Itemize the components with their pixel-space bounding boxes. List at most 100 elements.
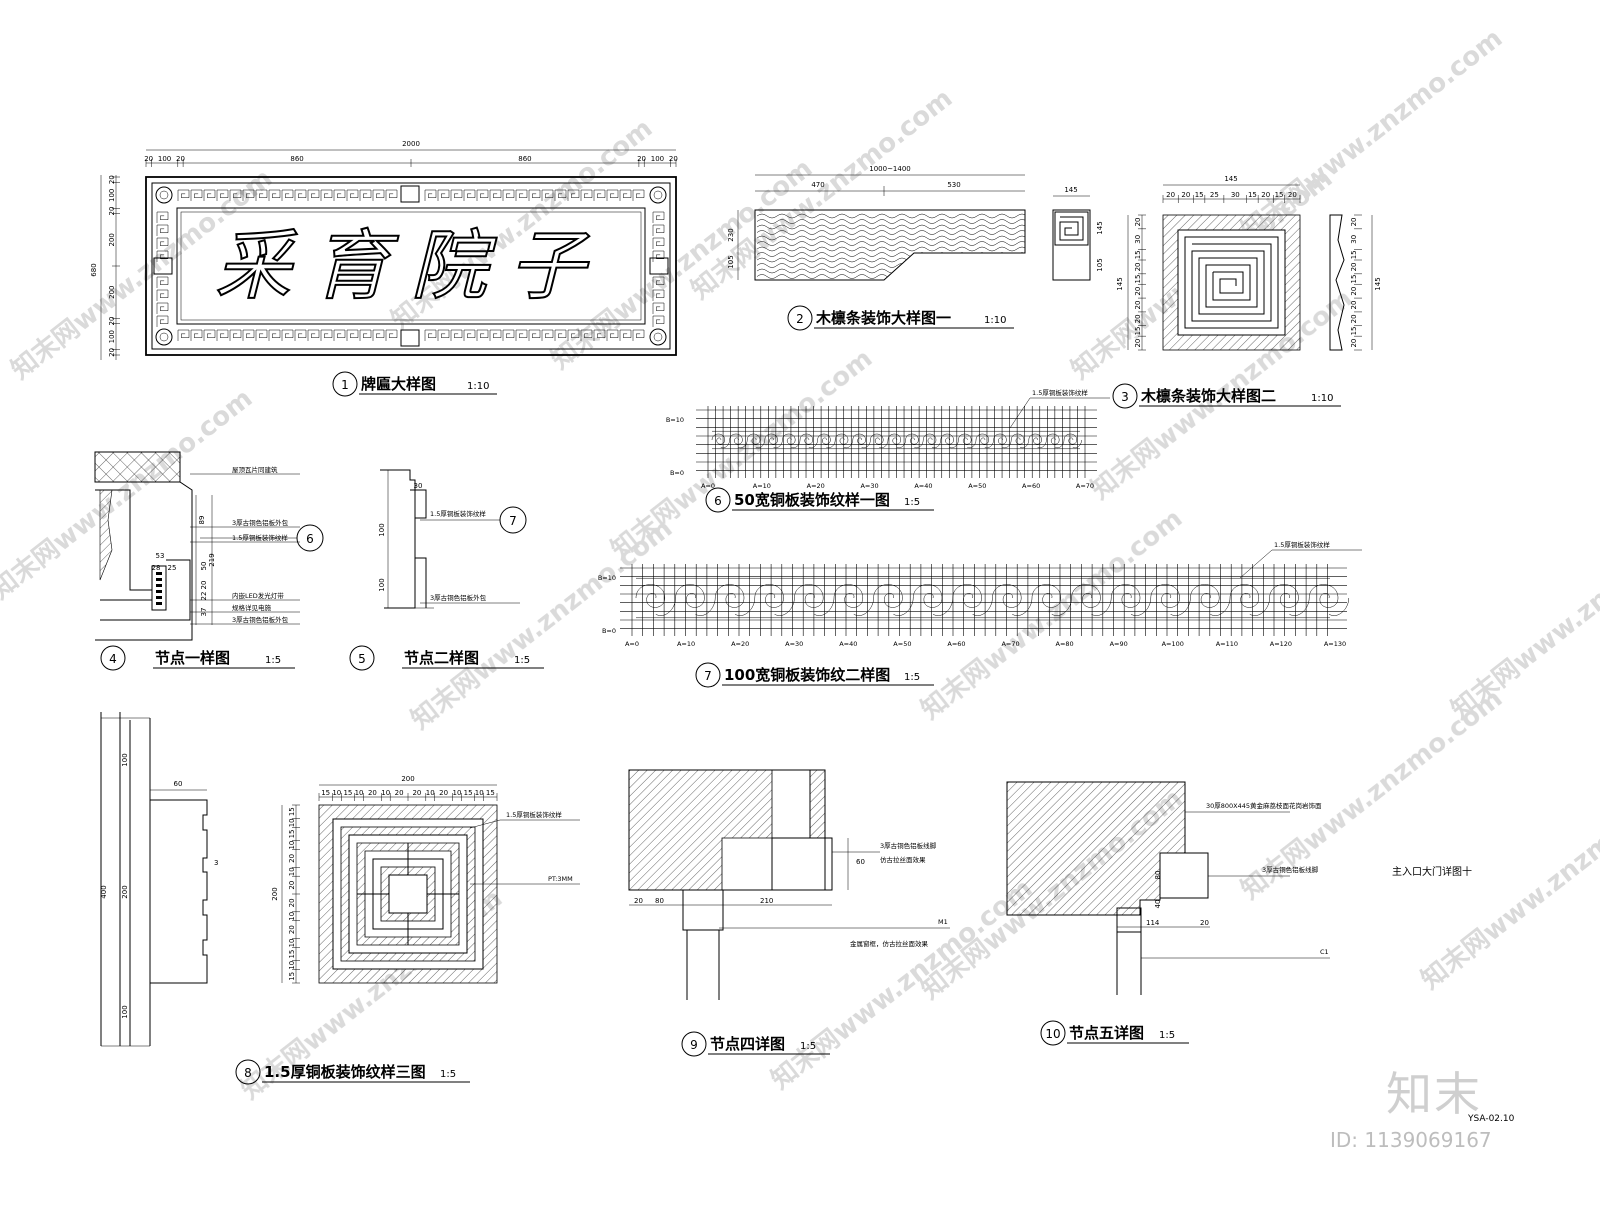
node2-note-2: 3厚古铜色铝板外包 — [430, 593, 487, 602]
watermark-text: 知末网www.znzmo.com — [606, 343, 878, 565]
dim-label: 20 — [1350, 301, 1358, 310]
dim-label: 20 — [288, 881, 296, 890]
dim-label: 15 — [486, 789, 495, 797]
dim-label: 15 — [1350, 275, 1358, 284]
watermark-text: 知末网www.znzmo.com — [0, 383, 258, 605]
detail-title-text: 木檩条装饰大样图一 — [815, 309, 951, 327]
detail-scale: 1:5 — [904, 497, 920, 508]
node-4-detail: 20 80 210 60 3厚古铜色铝板线脚 仿古拉丝面效果 M1 金属窗框，仿… — [628, 769, 950, 1000]
detail-title-text: 节点四详图 — [710, 1035, 785, 1053]
node1-dim: 25 — [168, 564, 177, 572]
plaque-calligraphy: 采育院子 — [215, 221, 607, 310]
detail-title-text: 节点一样图 — [155, 649, 230, 667]
grid-label: A=60 — [947, 640, 965, 648]
dim-label: 20 — [395, 789, 404, 797]
grid-label: A=0 — [701, 482, 715, 490]
detail-number: 4 — [109, 652, 117, 666]
dim-label: 20 — [1134, 262, 1142, 271]
node-3-detail: 60 100 400 200 100 3 — [100, 712, 218, 1047]
pattern3-note-1: 1.5厚铜板装饰纹样 — [506, 810, 562, 819]
dim-label: 20 — [1350, 262, 1358, 271]
node2-dim-mid: 100 — [378, 523, 386, 536]
detail-scale: 1:5 — [1159, 1030, 1175, 1041]
dim-label: 20 — [439, 789, 448, 797]
grid-label: A=50 — [968, 482, 986, 490]
detail-scale: 1:5 — [440, 1069, 456, 1080]
node3-dim-60: 60 — [174, 780, 183, 788]
dim-label: 15 — [1134, 327, 1142, 336]
pattern100-scroll — [635, 577, 1350, 619]
purlin1-section-h2: 105 — [1096, 258, 1104, 271]
node1-callout-number: 6 — [306, 532, 314, 546]
node1-note: 3厚古铜色铝板外包 — [232, 615, 289, 624]
detail-number-bubble — [681, 1031, 707, 1057]
purlin1-section — [1052, 209, 1091, 281]
dim-label: 15 — [321, 789, 330, 797]
node2-dim-top: 30 — [414, 482, 423, 490]
dim-label: 20 — [412, 789, 421, 797]
dim-label: 20 — [1181, 191, 1190, 199]
detail-number-bubble — [1112, 383, 1138, 409]
dim-label: 100 — [108, 189, 116, 202]
dim-label: 10 — [332, 789, 341, 797]
node-2-detail: 30 100 100 1.5厚铜板装饰纹样 3厚古铜色铝板外包 7 — [378, 469, 527, 609]
dim-label: 15 — [464, 789, 473, 797]
node1-note: 内嵌LED发光灯带 — [232, 591, 284, 600]
grid-label: A=10 — [753, 482, 771, 490]
detail-title-text: 100宽铜板装饰纹二样图 — [724, 666, 890, 684]
detail-title-text: 节点五详图 — [1069, 1024, 1144, 1042]
grid-label: A=80 — [1056, 640, 1074, 648]
node2-callout-number: 7 — [509, 514, 517, 528]
node1-dim: 53 — [156, 552, 165, 560]
dim-label: 10 — [426, 789, 435, 797]
node1-dim: 50 — [200, 562, 208, 571]
grid-label: A=130 — [1324, 640, 1346, 648]
grid-label: A=120 — [1270, 640, 1292, 648]
node3-dim-top: 100 — [121, 753, 129, 766]
grid-label: A=20 — [807, 482, 825, 490]
pattern3-note-2: PT:3MM — [548, 875, 573, 883]
detail-number: 2 — [796, 312, 804, 326]
purlin2-height: 145 — [1116, 277, 1124, 290]
detail-title-text: 50宽铜板装饰纹样一图 — [734, 491, 890, 509]
watermark-text: 知末网www.znzmo.com — [1236, 23, 1508, 245]
pattern50-b-bottom: B=0 — [670, 469, 684, 477]
dim-label: 20 — [1261, 191, 1270, 199]
plaque-inner-panel — [176, 207, 646, 325]
detail-number: 6 — [714, 494, 722, 508]
dim-label: 20 — [1134, 314, 1142, 323]
dim-label: 30 — [1231, 191, 1240, 199]
dim-label: 10 — [288, 938, 296, 947]
dim-label: 20 — [108, 175, 116, 184]
node-5-detail: 80 40 114 20 30厚800X445黄金麻荔枝面花岗岩饰面 3厚古铜色… — [1006, 781, 1330, 995]
detail-title-text: 节点二样图 — [404, 649, 479, 667]
purlin1-dim-b: 530 — [947, 181, 960, 189]
node2-dim-bot: 100 — [378, 578, 386, 591]
node3-dim-200: 200 — [121, 885, 129, 898]
dim-label: 860 — [290, 155, 303, 163]
node5-note-2: 3厚古铜色铝板线脚 — [1262, 865, 1319, 874]
purlin1-dim-a: 470 — [811, 181, 824, 189]
watermark-text: 知末网www.znzmo.com — [1446, 503, 1600, 725]
node-1-detail: 屋顶瓦片同建筑3厚古铜色铝板外包1.5厚铜板装饰纹样内嵌LED发光灯带规格详见电… — [94, 451, 324, 641]
dim-label: 15 — [1134, 275, 1142, 284]
grid-label: A=110 — [1216, 640, 1238, 648]
pattern3-lattice — [332, 818, 484, 970]
grid-label: A=100 — [1162, 640, 1184, 648]
dim-label: 15 — [1275, 191, 1284, 199]
image-id: ID: 1139069167 — [1330, 1128, 1492, 1152]
detail-number: 7 — [704, 669, 712, 683]
